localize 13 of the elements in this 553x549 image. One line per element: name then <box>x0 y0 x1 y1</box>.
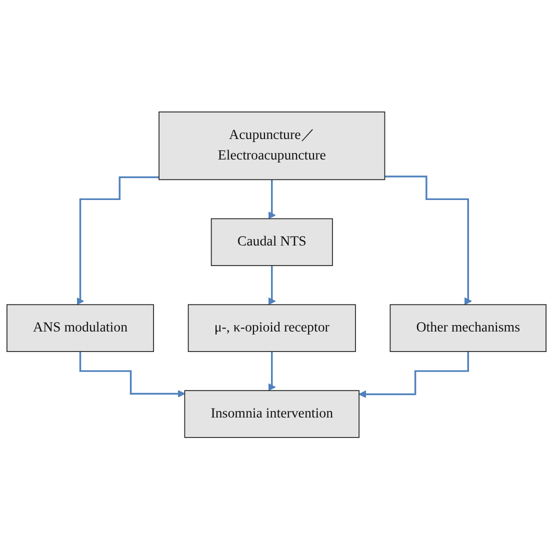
arrow <box>268 178 276 219</box>
arrow <box>79 350 186 398</box>
arrow <box>384 175 472 305</box>
arrow <box>268 264 276 305</box>
node-box: μ-, κ-opioid receptor <box>188 304 356 352</box>
node-box: Other mechanisms <box>390 304 546 352</box>
node-box: ANS modulation <box>6 304 154 352</box>
arrow <box>268 350 276 391</box>
arrow <box>76 176 160 305</box>
node-box: Caudal NTS <box>210 218 333 266</box>
arrow <box>358 350 469 398</box>
node-box: Acupuncture／Electroacupuncture <box>158 111 386 180</box>
node-box: Insomnia intervention <box>184 390 360 438</box>
